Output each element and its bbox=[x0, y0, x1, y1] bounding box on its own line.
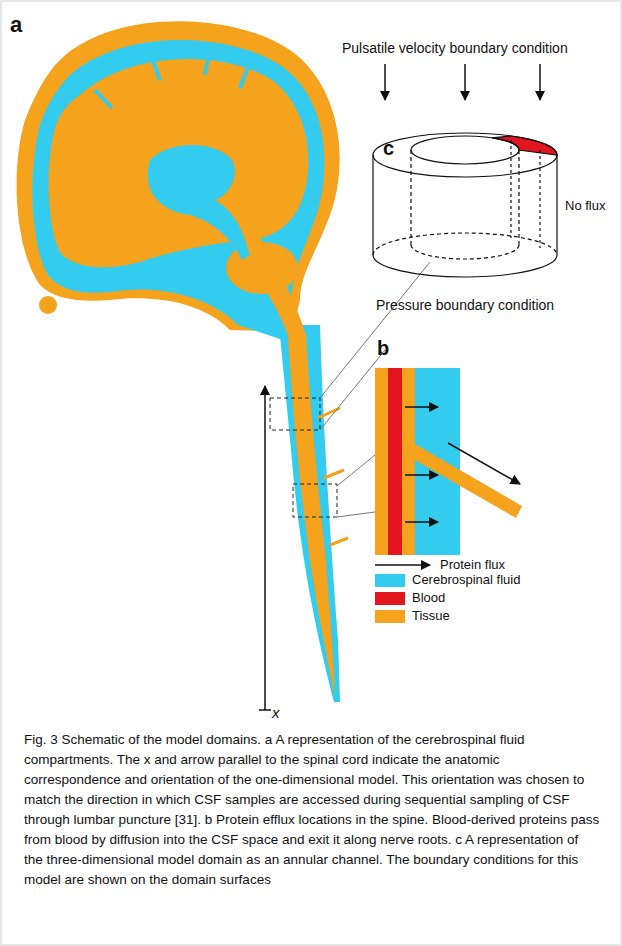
outer-top bbox=[373, 133, 557, 177]
nerve-root bbox=[415, 444, 522, 518]
blood-strip bbox=[388, 368, 402, 555]
inner-bottom bbox=[411, 245, 519, 259]
legend-text: Cerebrospinal fluid bbox=[412, 572, 520, 588]
cns-sagittal bbox=[17, 21, 430, 710]
annular-channel bbox=[373, 64, 557, 277]
orientation-tick bbox=[259, 709, 271, 711]
outer-bottom bbox=[373, 255, 557, 277]
legend-arrow-sample bbox=[375, 564, 430, 566]
legend-text: Protein flux bbox=[440, 557, 505, 573]
sulci bbox=[95, 48, 250, 108]
tissue-strip bbox=[402, 368, 415, 555]
legend-swatch bbox=[375, 592, 405, 605]
pituitary-blob bbox=[39, 296, 57, 314]
panel-letter: b bbox=[377, 336, 389, 360]
legend-swatch bbox=[375, 610, 405, 623]
panel-letter: c bbox=[383, 136, 394, 160]
brainstem-spinal-cord bbox=[212, 214, 335, 697]
orientation-arrow bbox=[264, 386, 266, 710]
annotation-label: Pulsatile velocity boundary condition bbox=[342, 40, 568, 57]
nerve-roots bbox=[318, 408, 348, 545]
inflow-arrows bbox=[385, 64, 540, 100]
zoom-box bbox=[270, 398, 320, 430]
cerebrum bbox=[49, 59, 309, 267]
inner-top bbox=[411, 136, 519, 164]
legend-swatch bbox=[375, 574, 405, 587]
legend-text: Tissue bbox=[412, 608, 450, 624]
axis-label: x bbox=[272, 704, 280, 722]
tissue-strip bbox=[375, 368, 388, 555]
efflux-detail bbox=[375, 368, 522, 565]
legend-text: Blood bbox=[412, 590, 445, 606]
zoom-lines bbox=[337, 455, 375, 517]
panel-letter: a bbox=[10, 12, 22, 38]
figure-caption: Fig. 3 Schematic of the model domains. a… bbox=[24, 730, 600, 890]
zoom-box bbox=[293, 484, 337, 517]
flux-arrows bbox=[405, 407, 520, 522]
ventricles bbox=[148, 145, 250, 260]
annotation-label: Pressure boundary condition bbox=[365, 297, 565, 314]
annotation-label: No flux bbox=[565, 198, 605, 214]
